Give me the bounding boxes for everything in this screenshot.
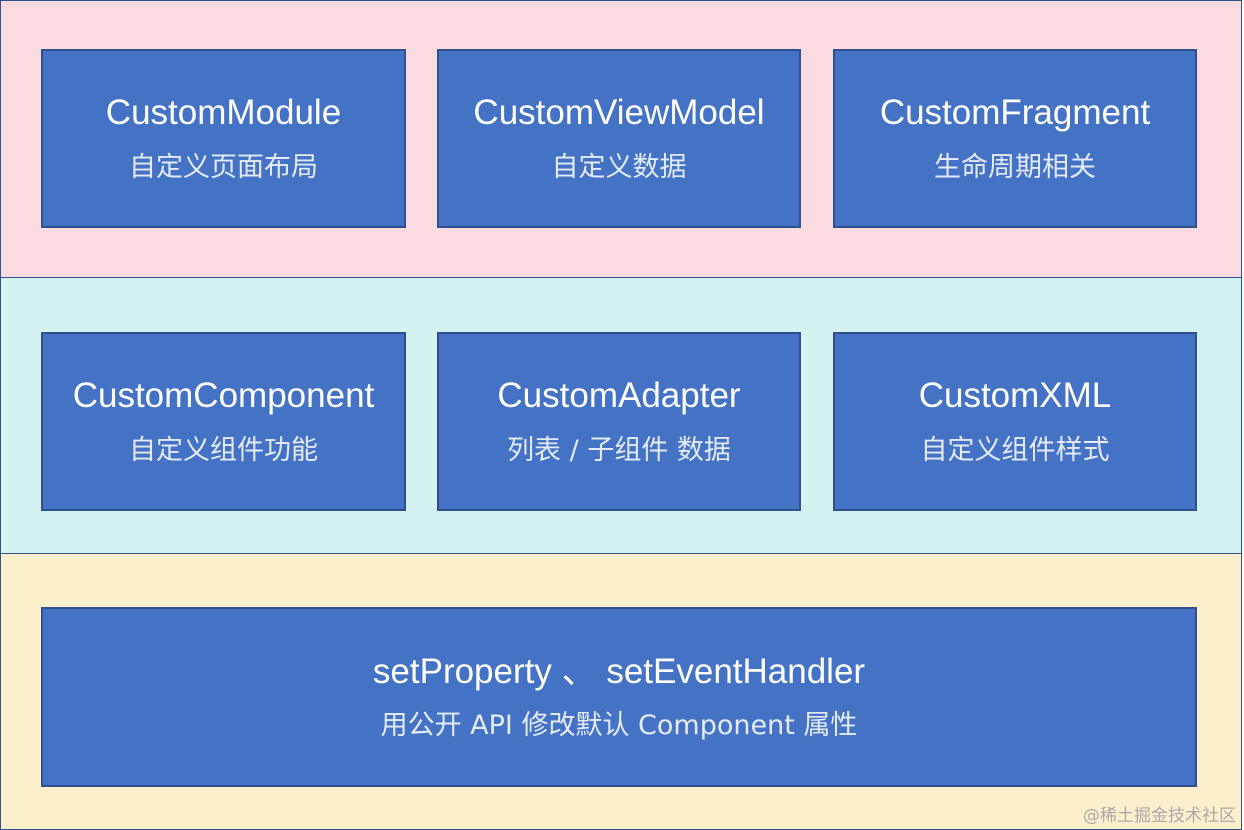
box-title: CustomXML (918, 376, 1112, 416)
box-subtitle: 生命周期相关 (934, 151, 1096, 183)
custom-viewmodel-box: CustomViewModel 自定义数据 (437, 49, 801, 228)
box-title: CustomAdapter (497, 376, 741, 416)
box-subtitle: 用公开 API 修改默认 Component 属性 (380, 710, 858, 742)
box-subtitle: 自定义数据 (551, 151, 687, 183)
box-subtitle: 自定义组件功能 (129, 434, 318, 466)
box-subtitle: 自定义组件样式 (920, 434, 1110, 466)
custom-adapter-box: CustomAdapter 列表 / 子组件 数据 (437, 332, 801, 511)
set-property-box: setProperty 、 setEventHandler 用公开 API 修改… (41, 607, 1197, 787)
custom-component-box: CustomComponent 自定义组件功能 (41, 332, 406, 511)
watermark: @稀土掘金技术社区 (1083, 806, 1236, 826)
box-title: CustomFragment (879, 93, 1151, 133)
custom-module-box: CustomModule 自定义页面布局 (41, 49, 406, 228)
box-subtitle: 列表 / 子组件 数据 (507, 434, 731, 466)
box-title: CustomModule (105, 93, 342, 133)
box-subtitle: 自定义页面布局 (129, 151, 318, 183)
box-title: CustomComponent (72, 376, 375, 416)
custom-xml-box: CustomXML 自定义组件样式 (833, 332, 1197, 511)
box-title: CustomViewModel (473, 93, 765, 133)
box-title: setProperty 、 setEventHandler (372, 651, 866, 691)
custom-fragment-box: CustomFragment 生命周期相关 (833, 49, 1197, 228)
